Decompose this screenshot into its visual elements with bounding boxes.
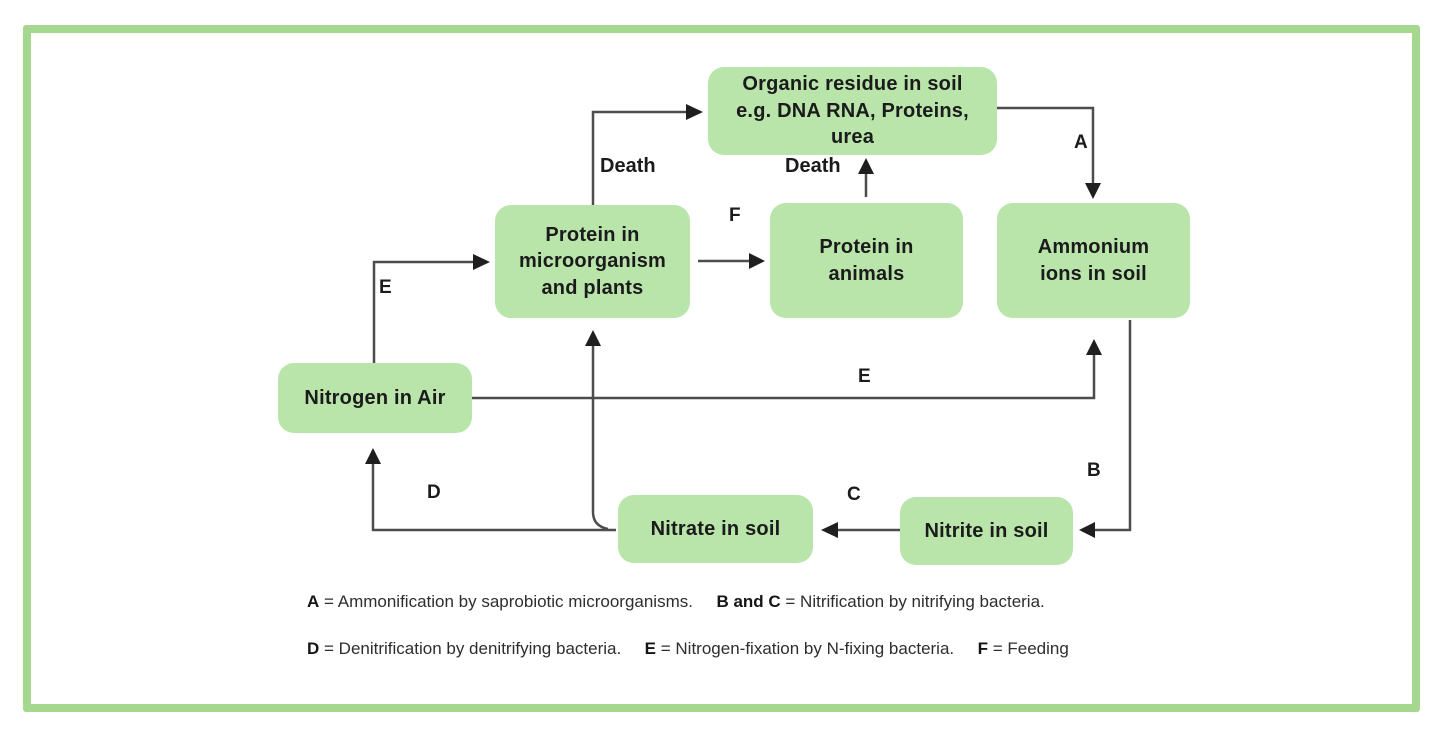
edge-label-a: A — [1074, 132, 1088, 153]
arrow-a-organic-to-ammonium — [997, 106, 1095, 185]
arrow-e-air-to-micro — [372, 260, 475, 363]
edge-label-f: F — [729, 205, 741, 226]
legend: A = Ammonification by saprobiotic microo… — [307, 592, 1227, 687]
legend-text-b-and-c: = Nitrification by nitrifying bacteria. — [785, 592, 1045, 611]
node-nitrogen-in-air: Nitrogen in Air — [278, 363, 472, 433]
arrowhead-up — [858, 158, 874, 174]
legend-text-e: = Nitrogen-fixation by N-fixing bacteria… — [660, 639, 955, 659]
arrow-b-ammonium-to-nitrite — [1093, 320, 1132, 532]
edge-label-death-micro: Death — [600, 155, 656, 177]
legend-key-a: A — [307, 592, 320, 611]
legend-line-2: D = Denitrification by denitrifying bact… — [307, 639, 1227, 659]
arrowhead-down — [1085, 183, 1101, 199]
legend-key-d: D — [307, 639, 320, 659]
edge-label-b: B — [1087, 460, 1101, 481]
legend-key-f: F — [977, 639, 988, 659]
arrowhead-up — [1086, 339, 1102, 355]
legend-key-b-and-c: B and C — [716, 592, 781, 611]
arrowhead-up — [585, 330, 601, 346]
arrowhead-right — [473, 254, 490, 270]
node-nitrite-in-soil: Nitrite in soil — [900, 497, 1073, 565]
arrow-d-nitrate-to-air — [371, 462, 616, 532]
arrow-death-micro-to-organic — [591, 110, 688, 205]
arrowhead-left — [821, 522, 838, 538]
edge-label-e-fixation-plants: E — [379, 277, 392, 298]
legend-line-1: A = Ammonification by saprobiotic microo… — [307, 592, 1227, 612]
arrowhead-right — [749, 253, 765, 269]
node-ammonium-ions: Ammonium ions in soil — [997, 203, 1190, 318]
legend-text-d: = Denitrification by denitrifying bacter… — [324, 639, 622, 659]
legend-text-a: = Ammonification by saprobiotic microorg… — [324, 592, 693, 611]
arrowhead-up — [365, 448, 381, 464]
legend-key-e: E — [644, 639, 657, 659]
edge-label-d: D — [427, 482, 441, 503]
node-protein-in-animals: Protein in animals — [770, 203, 963, 318]
node-nitrate-in-soil: Nitrate in soil — [618, 495, 813, 563]
arrowhead-left — [1079, 522, 1095, 538]
arrow-e-air-to-ammonium — [472, 353, 1096, 400]
edge-label-death-animals: Death — [785, 155, 841, 177]
legend-text-f: = Feeding — [992, 639, 1069, 659]
node-organic-residue: Organic residue in soil e.g. DNA RNA, Pr… — [708, 67, 997, 155]
arrow-nitrate-to-micro — [591, 344, 609, 531]
node-protein-in-microorganisms: Protein in microorganism and plants — [495, 205, 690, 318]
edge-label-c: C — [847, 484, 861, 505]
diagram-border-frame — [23, 25, 1420, 712]
edge-label-e-fixation-soil: E — [858, 366, 871, 387]
arrowhead-right — [686, 104, 703, 120]
